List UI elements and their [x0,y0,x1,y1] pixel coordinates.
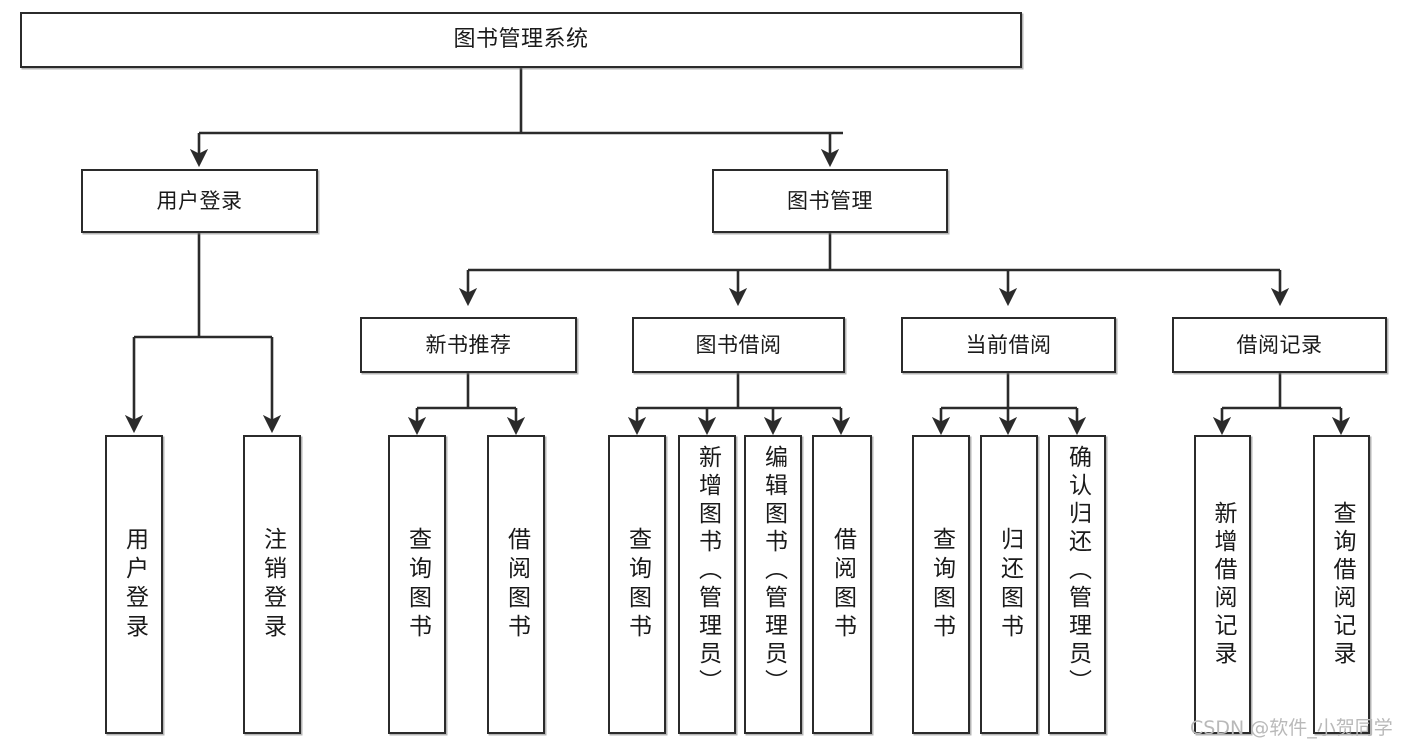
node-leaf-query-book-recommend[interactable]: 查询图书 [388,435,446,734]
node-leaf-query-borrow-record[interactable]: 查询借阅记录 [1313,435,1370,734]
node-label: 确认归还（管理员） [1064,445,1091,697]
node-new-book-recommend[interactable]: 新书推荐 [360,317,577,373]
node-label: 新书推荐 [425,332,512,357]
node-leaf-add-book[interactable]: 新增图书（管理员） [678,435,736,734]
node-label: 借阅图书 [503,526,530,643]
node-label: 查询图书 [404,526,431,643]
node-root-book-management-system[interactable]: 图书管理系统 [20,12,1022,68]
node-leaf-add-borrow-record[interactable]: 新增借阅记录 [1194,435,1251,734]
node-label: 用户登录 [156,188,243,213]
node-label: 新增图书（管理员） [694,445,721,697]
node-leaf-confirm-return[interactable]: 确认归还（管理员） [1048,435,1106,734]
node-label: 图书管理 [787,188,873,213]
node-label: 新增借阅记录 [1210,500,1236,669]
node-label: 查询图书 [928,526,955,643]
node-leaf-user-logout[interactable]: 注销登录 [243,435,301,734]
csdn-watermark: CSDN @软件_小贺同学 [1190,717,1393,739]
node-label: 当前借阅 [965,332,1052,357]
node-label: 查询图书 [624,526,651,643]
node-label: 图书借阅 [695,332,782,357]
node-leaf-query-book-borrow[interactable]: 查询图书 [608,435,666,734]
node-leaf-return-book[interactable]: 归还图书 [980,435,1038,734]
node-leaf-user-login[interactable]: 用户登录 [105,435,163,734]
node-leaf-query-book-current[interactable]: 查询图书 [912,435,970,734]
node-borrow-record[interactable]: 借阅记录 [1172,317,1387,373]
node-label: 图书管理系统 [453,27,589,53]
node-book-management[interactable]: 图书管理 [712,169,948,233]
node-label: 用户登录 [121,526,148,643]
node-user-login[interactable]: 用户登录 [81,169,318,233]
node-label: 借阅图书 [829,526,856,643]
node-label: 归还图书 [996,526,1023,643]
node-current-borrow[interactable]: 当前借阅 [901,317,1116,373]
node-book-borrow[interactable]: 图书借阅 [632,317,845,373]
node-label: 注销登录 [259,526,286,643]
node-label: 编辑图书（管理员） [760,445,787,697]
node-leaf-borrow-book[interactable]: 借阅图书 [812,435,872,734]
node-leaf-borrow-book-recommend[interactable]: 借阅图书 [487,435,545,734]
node-leaf-edit-book[interactable]: 编辑图书（管理员） [744,435,802,734]
node-label: 借阅记录 [1236,332,1323,357]
node-label: 查询借阅记录 [1329,500,1355,669]
